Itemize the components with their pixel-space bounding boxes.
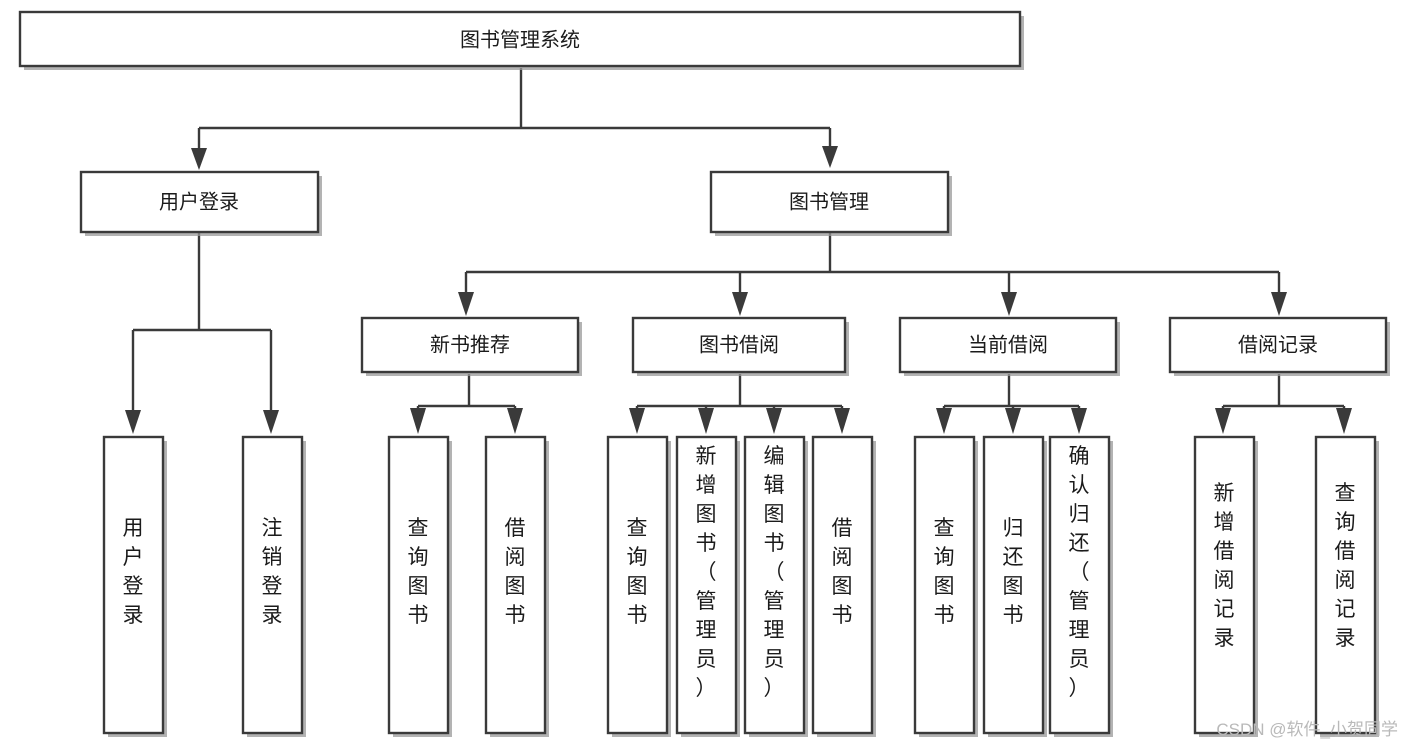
node-root[interactable]: 图书管理系统 [18, 10, 1024, 70]
node-user-login[interactable]: 用户登录 [79, 170, 322, 236]
leaf-box [606, 435, 669, 735]
arrow-user-login-leaf-1 [263, 410, 279, 434]
arrow-to-user-login [191, 148, 207, 170]
leaf-label: 新增借阅记录 [1214, 482, 1235, 650]
leaf-label: 用户登录 [123, 517, 144, 627]
leaf-label: 借阅图书 [832, 517, 853, 627]
arrow-current-borrow-leaf-0 [936, 408, 952, 434]
leaf-user-login-0[interactable]: 用户登录 [102, 435, 167, 737]
leaf-current-borrow-2[interactable]: 确认归还（管理员） [1048, 435, 1113, 737]
leaf-box [982, 435, 1045, 735]
arrow-user-login-leaf-0 [125, 410, 141, 434]
arrow-current-borrow-leaf-2 [1071, 408, 1087, 434]
connector-layer [125, 68, 1352, 434]
leaf-book-borrow-0[interactable]: 查询图书 [606, 435, 671, 737]
leaf-label: 新增图书（管理员） [696, 445, 717, 700]
leaf-borrow-record-0[interactable]: 新增借阅记录 [1193, 435, 1258, 737]
leaf-box [1314, 435, 1377, 735]
leaf-label: 借阅图书 [505, 517, 526, 627]
arrow-to-book-borrow [732, 292, 748, 316]
arrow-current-borrow-leaf-1 [1005, 408, 1021, 434]
node-book-borrow[interactable]: 图书借阅 [631, 316, 849, 376]
arrow-borrow-record-leaf-1 [1336, 408, 1352, 434]
book-borrow-label: 图书借阅 [699, 333, 779, 356]
node-new-book-recommend[interactable]: 新书推荐 [360, 316, 582, 376]
arrow-book-borrow-leaf-2 [766, 408, 782, 434]
leaf-box [913, 435, 976, 735]
leaf-box [811, 435, 874, 735]
new-book-recommend-label: 新书推荐 [430, 333, 510, 356]
root-box [18, 10, 1022, 68]
leaf-label: 注销登录 [262, 517, 283, 627]
leaf-box [1048, 435, 1111, 735]
borrow-record-label: 借阅记录 [1238, 333, 1318, 356]
arrow-to-borrow-record [1271, 292, 1287, 316]
leaf-label: 查询图书 [627, 517, 648, 627]
leaf-box [484, 435, 547, 735]
leaf-box [743, 435, 806, 735]
user-login-label: 用户登录 [159, 190, 239, 213]
leaf-label: 归还图书 [1003, 517, 1024, 627]
arrow-book-borrow-leaf-0 [629, 408, 645, 434]
leaf-box [241, 435, 304, 735]
leaf-book-borrow-3[interactable]: 借阅图书 [811, 435, 876, 737]
leaf-label: 查询图书 [408, 517, 429, 627]
arrow-to-current-borrow [1001, 292, 1017, 316]
leaf-box [102, 435, 165, 735]
leaf-box [675, 435, 738, 735]
node-current-borrow[interactable]: 当前借阅 [898, 316, 1120, 376]
leaf-label: 查询图书 [934, 517, 955, 627]
arrow-book-borrow-leaf-1 [698, 408, 714, 434]
borrow-record-box [1168, 316, 1388, 374]
arrow-book-borrow-leaf-3 [834, 408, 850, 434]
new-book-recommend-box [360, 316, 580, 374]
root-label: 图书管理系统 [460, 28, 580, 51]
arrow-borrow-record-leaf-0 [1215, 408, 1231, 434]
book-management-label: 图书管理 [789, 190, 869, 213]
leaf-user-login-1[interactable]: 注销登录 [241, 435, 306, 737]
leaf-box [387, 435, 450, 735]
leaf-label: 查询借阅记录 [1335, 482, 1356, 650]
leaf-box [1193, 435, 1256, 735]
current-borrow-box [898, 316, 1118, 374]
leaf-book-borrow-2[interactable]: 编辑图书（管理员） [743, 435, 808, 737]
leaf-current-borrow-0[interactable]: 查询图书 [913, 435, 978, 737]
leaf-borrow-record-1[interactable]: 查询借阅记录 [1314, 435, 1379, 737]
leaf-label: 编辑图书（管理员） [764, 445, 785, 700]
book-borrow-box [631, 316, 847, 374]
arrow-to-new-book [458, 292, 474, 316]
arrow-new-book-leaf-1 [507, 408, 523, 434]
arrow-to-book-mgmt [822, 146, 838, 168]
book-management-box [709, 170, 950, 234]
current-borrow-label: 当前借阅 [968, 333, 1048, 356]
node-book-management[interactable]: 图书管理 [709, 170, 952, 236]
leaf-new-book-recommend-0[interactable]: 查询图书 [387, 435, 452, 737]
watermark-label: CSDN @软件_小贺同学 [1216, 720, 1398, 739]
leaf-current-borrow-1[interactable]: 归还图书 [982, 435, 1047, 737]
user-login-box [79, 170, 320, 234]
leaf-book-borrow-1[interactable]: 新增图书（管理员） [675, 435, 740, 737]
arrow-new-book-leaf-0 [410, 408, 426, 434]
leaf-label: 确认归还（管理员） [1069, 445, 1090, 700]
leaf-new-book-recommend-1[interactable]: 借阅图书 [484, 435, 549, 737]
node-borrow-record[interactable]: 借阅记录 [1168, 316, 1390, 376]
